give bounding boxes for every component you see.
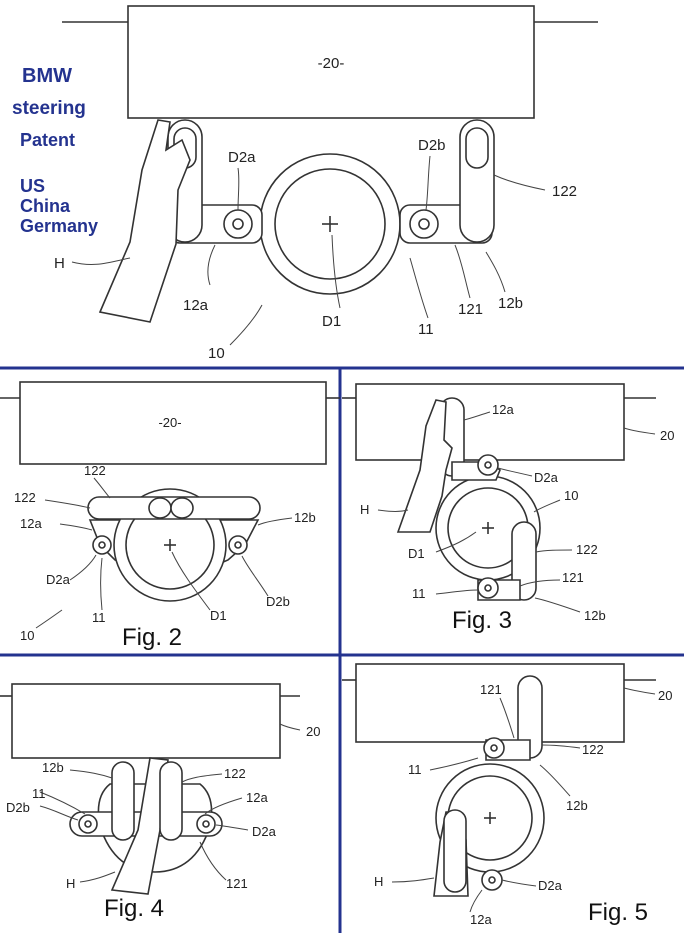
- fig-4-caption: Fig. 4: [104, 895, 164, 922]
- label-11: 11: [408, 762, 422, 777]
- steering-column-box: [12, 684, 280, 758]
- label-11: 11: [32, 786, 46, 801]
- handle-12a: [444, 810, 466, 892]
- label-12b: 12b: [566, 798, 588, 813]
- steering-text: steering: [12, 98, 86, 119]
- country-germany: Germany: [20, 216, 98, 236]
- sidebar-caption: BMW steering Patent US China Germany: [12, 65, 98, 236]
- label-h: H: [374, 874, 383, 889]
- label-121: 121: [562, 570, 584, 585]
- handle-12a: [160, 762, 182, 840]
- fig-5-caption: Fig. 5: [588, 899, 648, 926]
- label-h: H: [66, 876, 75, 891]
- country-china: China: [20, 196, 71, 216]
- label-121: 121: [480, 682, 502, 697]
- label-d2b: D2b: [6, 800, 30, 815]
- patent-text: Patent: [20, 130, 75, 150]
- figure-5: 121 20 122 11 12b H D2a 12a Fig. 5: [342, 664, 672, 927]
- label-12b: 12b: [498, 295, 523, 312]
- label-12a: 12a: [246, 790, 268, 805]
- label-20: 20: [660, 428, 674, 443]
- label-20: 20: [306, 724, 320, 739]
- label-d2b: D2b: [418, 137, 446, 154]
- label-d2a: D2a: [252, 824, 277, 839]
- label-d2a: D2a: [538, 878, 563, 893]
- label-122: 122: [576, 542, 598, 557]
- label-h: H: [54, 255, 65, 272]
- label-12b: 12b: [42, 760, 64, 775]
- steering-column-box: [356, 384, 624, 460]
- label-12b: 12b: [584, 608, 606, 623]
- figure-4: 20 12b 122 11 12a D2b D2a H 121 Fig. 4: [0, 684, 320, 922]
- label-121: 121: [226, 876, 248, 891]
- brand-text: BMW: [22, 65, 72, 87]
- label-12a: 12a: [470, 912, 492, 927]
- fig-2-caption: Fig. 2: [122, 624, 182, 651]
- label-10: 10: [208, 345, 225, 362]
- fig-3-caption: Fig. 3: [452, 607, 512, 634]
- label-122: 122: [552, 183, 577, 200]
- label-122: 122: [224, 766, 246, 781]
- label-12b: 12b: [294, 510, 316, 525]
- hand-h: [100, 120, 190, 322]
- label-10: 10: [564, 488, 578, 503]
- label-122-top: 122: [84, 463, 106, 478]
- handle-12b: [112, 762, 134, 840]
- label-122-side: 122: [14, 490, 36, 505]
- steering-column-box: [356, 664, 624, 742]
- box-label: -20-: [318, 55, 345, 72]
- label-d1: D1: [210, 608, 227, 623]
- label-11: 11: [418, 321, 434, 338]
- label-d1: D1: [322, 313, 341, 330]
- label-11: 11: [92, 610, 106, 625]
- country-us: US: [20, 176, 45, 196]
- label-d2b: D2b: [266, 594, 290, 609]
- figure-3: 12a 20 D2a 10 H D1 122 121 11 12b Fig. 3: [342, 384, 674, 634]
- label-12a: 12a: [492, 402, 514, 417]
- label-122: 122: [582, 742, 604, 757]
- label-121: 121: [458, 301, 483, 318]
- figure-1: -20- D2a D2b 122 H 12a: [54, 6, 598, 362]
- figure-2: -20- 122 122 12a 12b D2a 11 D1 D2b 10 Fi…: [0, 382, 340, 651]
- label-h: H: [360, 502, 369, 517]
- box-label: -20-: [158, 415, 181, 430]
- label-11: 11: [412, 586, 426, 601]
- label-d2a: D2a: [46, 572, 71, 587]
- label-d2a: D2a: [228, 149, 256, 166]
- label-12a: 12a: [20, 516, 42, 531]
- label-12a: 12a: [183, 297, 209, 314]
- label-20: 20: [658, 688, 672, 703]
- label-d2a: D2a: [534, 470, 559, 485]
- label-d1: D1: [408, 546, 425, 561]
- label-10: 10: [20, 628, 34, 643]
